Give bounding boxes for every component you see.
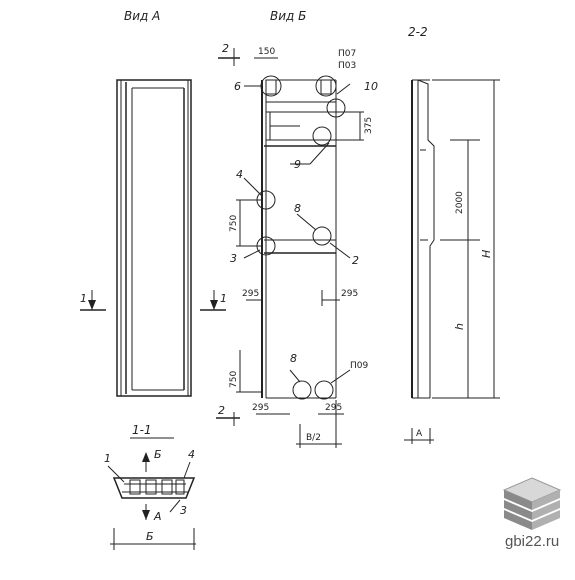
section-mark-b: Б bbox=[154, 448, 162, 461]
watermark-text: gbi22.ru bbox=[505, 533, 560, 550]
dim-295-right: 295 bbox=[341, 289, 358, 299]
section-mark-a: А bbox=[153, 510, 162, 523]
section-callout-1: 1 bbox=[104, 452, 111, 465]
dim-750-bottom: 750 bbox=[229, 371, 239, 388]
dim-2000: 2000 bbox=[455, 191, 465, 214]
callout-8-top: 8 bbox=[294, 202, 301, 215]
callout-2: 2 bbox=[352, 254, 359, 267]
section-mark-1-left: 1 bbox=[80, 292, 87, 305]
section-1-1 bbox=[107, 437, 196, 550]
callout-4: 4 bbox=[236, 168, 243, 181]
dim-150: 150 bbox=[258, 47, 275, 57]
callout-10: 10 bbox=[364, 80, 378, 93]
callout-p07: П07 bbox=[338, 49, 356, 59]
callout-6: 6 bbox=[234, 80, 241, 93]
callout-9: 9 bbox=[294, 158, 301, 171]
dim-H: H bbox=[480, 250, 493, 258]
section-mark-2-top: 2 bbox=[222, 42, 229, 55]
view-a-title: Вид А bbox=[124, 9, 160, 23]
logo bbox=[502, 477, 562, 530]
section-callout-3: 3 bbox=[180, 504, 187, 517]
dim-a: А bbox=[416, 429, 423, 439]
dim-b-half: B/2 bbox=[306, 433, 321, 443]
dim-295-bottom-left: 295 bbox=[252, 403, 269, 413]
callout-8-bottom: 8 bbox=[290, 352, 297, 365]
callout-p09: П09 bbox=[350, 361, 368, 371]
section-mark-2-bottom: 2 bbox=[218, 404, 225, 417]
view-a bbox=[80, 79, 226, 397]
callout-3: 3 bbox=[230, 252, 237, 265]
dim-295-left: 295 bbox=[242, 289, 259, 299]
callout-p03: П03 bbox=[338, 61, 356, 71]
section-callout-4: 4 bbox=[188, 448, 195, 461]
section-2-2 bbox=[404, 79, 500, 444]
section-2-2-title: 2-2 bbox=[408, 25, 428, 39]
dim-750-top: 750 bbox=[229, 215, 239, 232]
view-b-title: Вид Б bbox=[270, 9, 306, 23]
section-mark-1-right: 1 bbox=[220, 292, 227, 305]
view-b bbox=[216, 48, 364, 448]
section-1-1-title: 1-1 bbox=[132, 423, 152, 437]
dim-295-bottom-right: 295 bbox=[325, 403, 342, 413]
dim-h: h bbox=[453, 323, 466, 330]
dim-b: Б bbox=[146, 530, 154, 543]
dim-375: 375 bbox=[364, 117, 374, 134]
